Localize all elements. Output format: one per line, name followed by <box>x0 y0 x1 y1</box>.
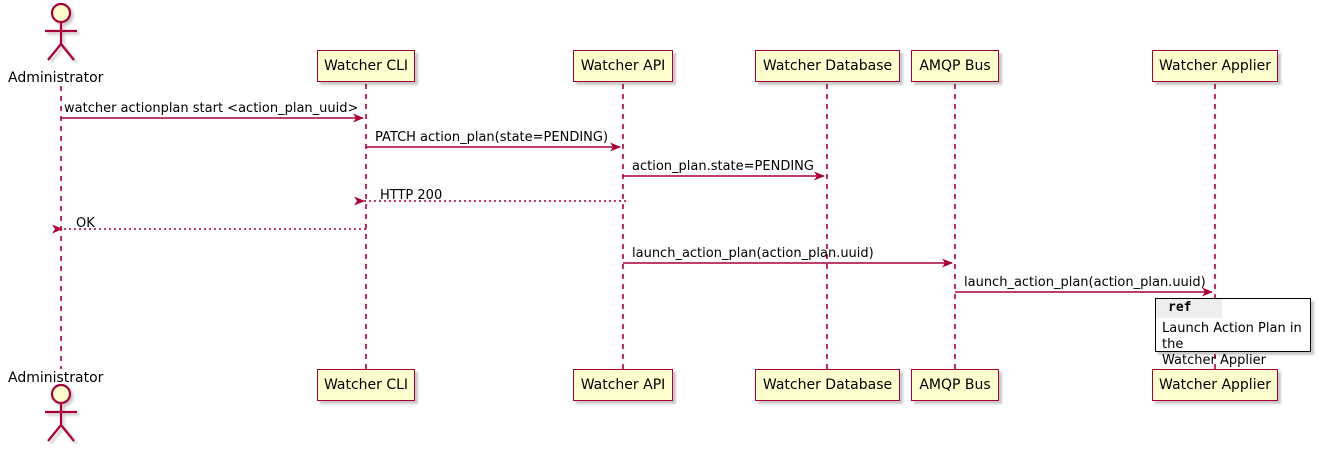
participant-label: Watcher Database <box>762 377 893 393</box>
message-label-m3: action_plan.state=PENDING <box>632 159 814 174</box>
participant-label: Watcher CLI <box>323 377 409 393</box>
ref-fragment-body-text: Launch Action Plan in the Watcher Applie… <box>1162 321 1302 368</box>
message-label-m1: watcher actionplan start <action_plan_uu… <box>64 101 359 116</box>
participant-box-watcher-cli-bottom[interactable]: Watcher CLI <box>317 369 415 401</box>
participant-label: Watcher API <box>580 377 666 393</box>
participant-label: Watcher API <box>580 58 666 74</box>
participant-box-watcher-database-bottom[interactable]: Watcher Database <box>755 369 900 401</box>
participant-box-watcher-api-top[interactable]: Watcher API <box>573 50 673 82</box>
participant-label: Watcher Database <box>762 58 893 74</box>
participant-label: AMQP Bus <box>919 58 991 74</box>
participant-box-amqp-bus-bottom[interactable]: AMQP Bus <box>911 369 999 401</box>
participant-box-watcher-cli-top[interactable]: Watcher CLI <box>317 50 415 82</box>
participant-label: AMQP Bus <box>919 377 991 393</box>
actor-label-administrator-top: Administrator <box>8 70 104 86</box>
actor-label-administrator-bottom: Administrator <box>8 370 104 386</box>
participant-box-watcher-api-bottom[interactable]: Watcher API <box>573 369 673 401</box>
message-label-m5: OK <box>76 216 95 231</box>
messages-group <box>52 113 1213 297</box>
participant-label: Watcher Applier <box>1159 58 1271 74</box>
participant-label: Watcher CLI <box>323 58 409 74</box>
actor-administrator-bottom-figure <box>45 383 77 442</box>
participant-box-amqp-bus-top[interactable]: AMQP Bus <box>911 50 999 82</box>
message-label-m2: PATCH action_plan(state=PENDING) <box>375 130 609 145</box>
participant-label: Watcher Applier <box>1159 377 1271 393</box>
ref-fragment-launch-action-plan[interactable]: ref Launch Action Plan in the Watcher Ap… <box>1155 298 1311 368</box>
lifelines-group <box>60 84 1216 369</box>
ref-fragment-tab-label: ref <box>1168 300 1192 315</box>
message-label-m4: HTTP 200 <box>380 188 443 203</box>
actor-administrator-top-figure <box>45 2 77 61</box>
participant-box-watcher-applier-top[interactable]: Watcher Applier <box>1152 50 1278 82</box>
message-label-m6: launch_action_plan(action_plan.uuid) <box>632 246 874 261</box>
message-label-m7: launch_action_plan(action_plan.uuid) <box>964 275 1206 290</box>
participant-box-watcher-database-top[interactable]: Watcher Database <box>755 50 900 82</box>
ref-fragment-tab <box>1156 299 1222 318</box>
participant-box-watcher-applier-bottom[interactable]: Watcher Applier <box>1152 369 1278 401</box>
